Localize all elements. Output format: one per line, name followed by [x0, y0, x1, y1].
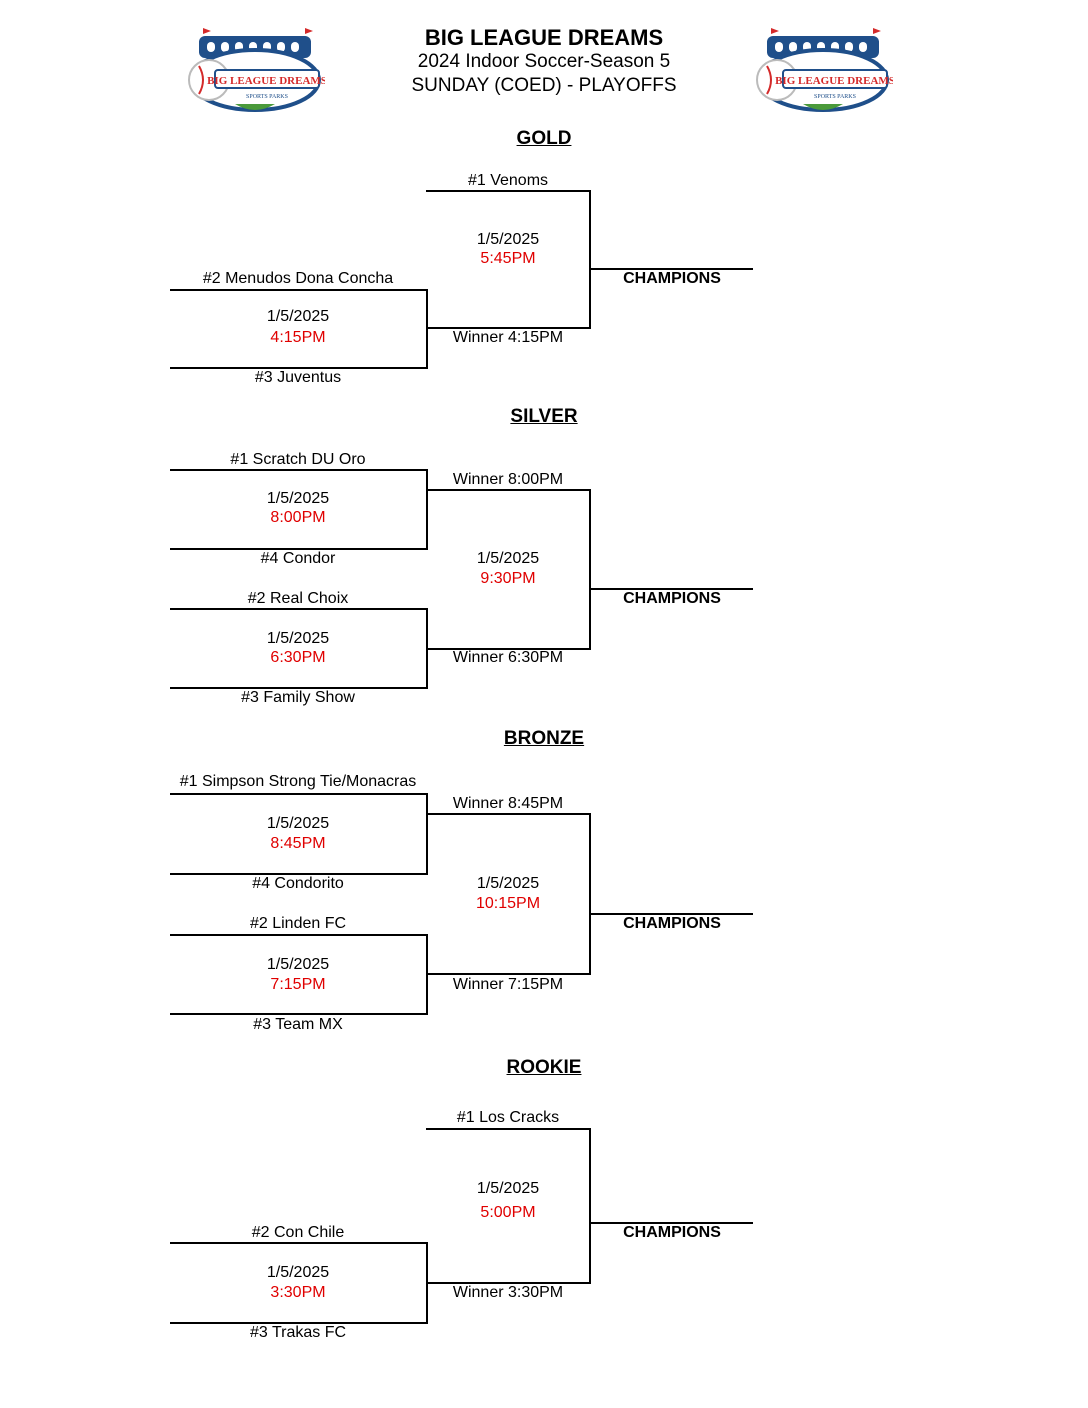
gold-heading: GOLD — [516, 128, 572, 149]
silver-champions-line — [589, 588, 753, 590]
rookie-semi-top-team: #2 Con Chile — [251, 1224, 345, 1241]
big-league-dreams-logo-right: BIG LEAGUE DREAMS SPORTS PARKS — [756, 28, 893, 112]
silver-winner-top-line — [426, 489, 591, 491]
silver-m1-date: 1/5/2025 — [266, 490, 330, 507]
bronze-m1-time: 8:45PM — [270, 835, 326, 852]
gold-final-time: 5:45PM — [480, 250, 536, 267]
rookie-semi-bottom-team: #3 Trakas FC — [249, 1324, 347, 1341]
gold-semi-top-team: #2 Menudos Dona Concha — [202, 270, 394, 287]
silver-m2-date: 1/5/2025 — [266, 630, 330, 647]
rookie-champions-line — [589, 1222, 753, 1224]
bronze-m2-date: 1/5/2025 — [266, 956, 330, 973]
bronze-m1-bottom-line — [170, 873, 428, 875]
silver-champions-label: CHAMPIONS — [623, 590, 721, 607]
bronze-champions-line — [589, 913, 753, 915]
bronze-winner-top-line — [426, 813, 591, 815]
silver-final-date: 1/5/2025 — [476, 550, 540, 567]
silver-m2-bottom-line — [170, 687, 428, 689]
silver-m2-bottom-team: #3 Family Show — [241, 689, 355, 706]
gold-semi-time: 4:15PM — [270, 329, 326, 346]
silver-winner-bottom-label: Winner 6:30PM — [452, 649, 564, 666]
bronze-m2-top-line — [170, 934, 428, 936]
svg-text:SPORTS PARKS: SPORTS PARKS — [246, 94, 288, 100]
silver-final-connector — [589, 489, 591, 650]
bronze-final-connector — [589, 813, 591, 975]
gold-semi-top-line — [170, 289, 428, 291]
bronze-m2-top-team: #2 Linden FC — [249, 915, 347, 932]
svg-text:BIG LEAGUE DREAMS: BIG LEAGUE DREAMS — [207, 75, 325, 87]
silver-m1-connector — [426, 469, 428, 550]
rookie-final-connector — [589, 1128, 591, 1284]
bronze-m1-date: 1/5/2025 — [266, 815, 330, 832]
bronze-winner-top-label: Winner 8:45PM — [452, 795, 564, 812]
silver-final-time: 9:30PM — [480, 570, 536, 587]
bronze-final-date: 1/5/2025 — [476, 875, 540, 892]
gold-seed1-line — [426, 190, 591, 192]
bronze-final-time: 10:15PM — [475, 895, 541, 912]
rookie-seed1-team: #1 Los Cracks — [456, 1109, 560, 1126]
bronze-m2-time: 7:15PM — [270, 976, 326, 993]
silver-m1-top-team: #1 Scratch DU Oro — [230, 451, 366, 468]
bronze-m1-bottom-team: #4 Condorito — [252, 875, 344, 892]
gold-final-connector — [589, 190, 591, 329]
silver-m2-top-line — [170, 608, 428, 610]
svg-text:BIG LEAGUE DREAMS: BIG LEAGUE DREAMS — [775, 75, 893, 87]
rookie-winner-line — [426, 1282, 591, 1284]
silver-heading: SILVER — [510, 406, 578, 427]
silver-m1-bottom-line — [170, 548, 428, 550]
rookie-heading: ROOKIE — [506, 1057, 582, 1078]
gold-champions-label: CHAMPIONS — [623, 270, 721, 287]
page-title: BIG LEAGUE DREAMS — [424, 25, 664, 50]
season-subtitle: 2024 Indoor Soccer-Season 5 — [417, 51, 671, 72]
silver-winner-top-label: Winner 8:00PM — [452, 471, 564, 488]
rookie-seed1-line — [426, 1128, 591, 1130]
big-league-dreams-logo-left: BIG LEAGUE DREAMS SPORTS PARKS — [188, 28, 325, 112]
rookie-winner-label: Winner 3:30PM — [452, 1284, 564, 1301]
silver-m2-time: 6:30PM — [270, 649, 326, 666]
gold-semi-bottom-team: #3 Juventus — [254, 369, 342, 386]
rookie-final-date: 1/5/2025 — [476, 1180, 540, 1197]
silver-m1-top-line — [170, 469, 428, 471]
gold-semi-date: 1/5/2025 — [266, 308, 330, 325]
silver-m2-top-team: #2 Real Choix — [247, 590, 349, 607]
rookie-semi-date: 1/5/2025 — [266, 1264, 330, 1281]
rookie-champions-label: CHAMPIONS — [623, 1224, 721, 1241]
bronze-m2-bottom-line — [170, 1013, 428, 1015]
bronze-winner-bottom-line — [426, 973, 591, 975]
gold-winner-label: Winner 4:15PM — [452, 329, 564, 346]
bronze-m1-top-line — [170, 793, 428, 795]
bronze-m1-top-team: #1 Simpson Strong Tie/Monacras — [179, 773, 417, 790]
rookie-final-time: 5:00PM — [480, 1204, 536, 1221]
bronze-m1-connector — [426, 793, 428, 875]
bronze-champions-label: CHAMPIONS — [623, 915, 721, 932]
bronze-heading: BRONZE — [503, 728, 585, 749]
rookie-semi-bottom-line — [170, 1322, 428, 1324]
silver-winner-bottom-line — [426, 648, 591, 650]
gold-semi-connector — [426, 289, 428, 369]
svg-text:SPORTS PARKS: SPORTS PARKS — [814, 94, 856, 100]
gold-winner-line — [426, 327, 591, 329]
bronze-winner-bottom-label: Winner 7:15PM — [452, 976, 564, 993]
playoffs-subtitle: SUNDAY (COED) - PLAYOFFS — [411, 75, 677, 96]
bronze-m2-bottom-team: #3 Team MX — [253, 1016, 343, 1033]
rookie-semi-top-line — [170, 1242, 428, 1244]
gold-final-date: 1/5/2025 — [476, 231, 540, 248]
gold-seed1-team: #1 Venoms — [467, 172, 549, 189]
rookie-semi-time: 3:30PM — [270, 1284, 326, 1301]
gold-semi-bottom-line — [170, 367, 428, 369]
silver-m1-bottom-team: #4 Condor — [260, 550, 336, 567]
gold-champions-line — [589, 268, 753, 270]
silver-m1-time: 8:00PM — [270, 509, 326, 526]
